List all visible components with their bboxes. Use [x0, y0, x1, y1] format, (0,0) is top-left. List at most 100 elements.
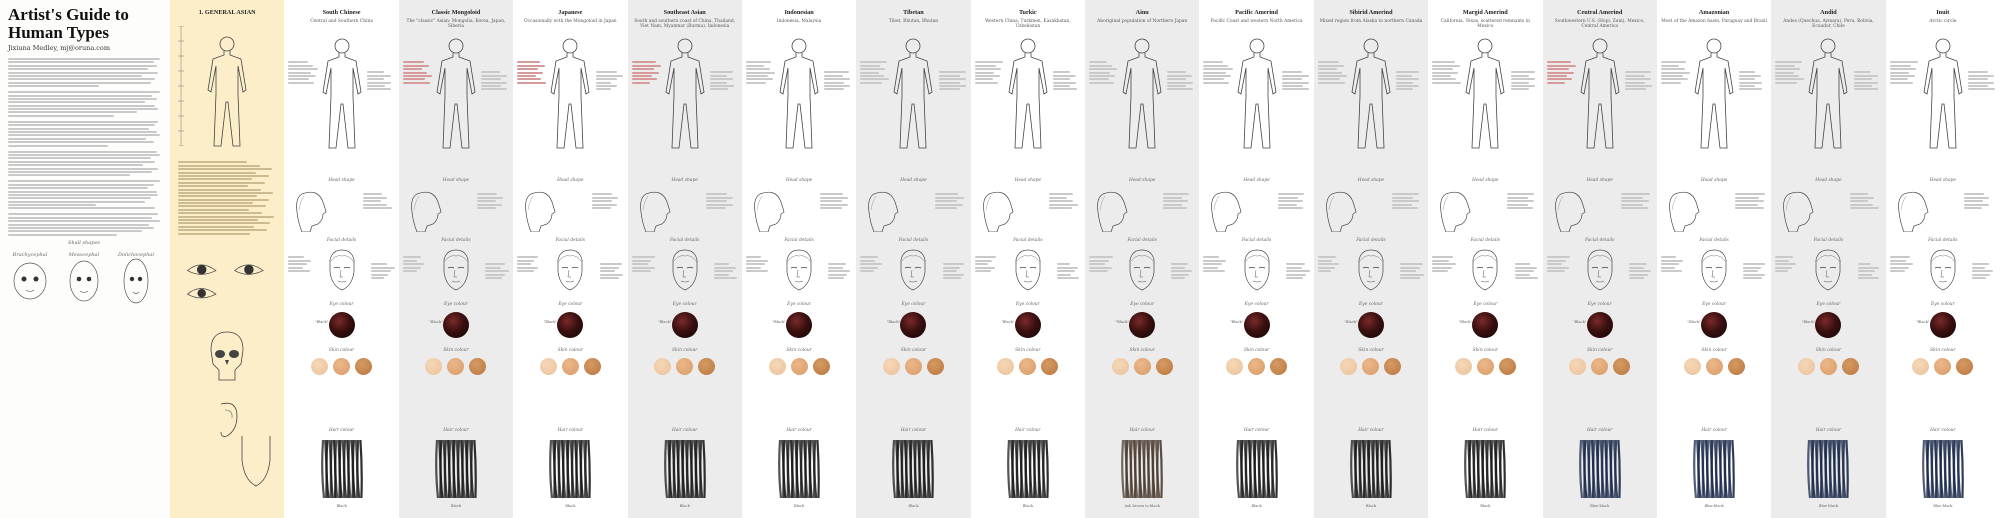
body-figure: [207, 36, 247, 147]
eye-colour-label: Eye colour: [1130, 302, 1155, 307]
column-title: Classic Mongoloid: [431, 9, 481, 16]
note-line: [974, 74, 1000, 77]
body-figure-wrap: [1226, 36, 1288, 158]
skin-colour-label: Skin colour: [1243, 348, 1270, 353]
head-profile: [748, 188, 788, 236]
note-line: [1968, 78, 1988, 81]
note-line: [178, 191, 274, 194]
note-line: [1735, 193, 1765, 196]
column-title: Sibirid Amerind: [1349, 9, 1393, 16]
face-notes-right: [1857, 262, 1882, 280]
note-line: [974, 64, 997, 67]
note-line: [1049, 203, 1079, 206]
skin-colour-label: Skin colour: [557, 348, 583, 353]
head-profile: [1434, 188, 1474, 236]
note-line: [1739, 71, 1755, 74]
skin-swatch-dark: [698, 358, 716, 375]
eye-colour-label: Eye colour: [1930, 302, 1955, 307]
note-line: [1392, 200, 1419, 203]
note-line: [1057, 263, 1071, 266]
note-line: [402, 81, 431, 84]
note-line: [1432, 266, 1453, 269]
note-line: [1624, 84, 1652, 87]
note-line: [709, 71, 734, 74]
note-line: [1624, 81, 1646, 84]
note-line: [1775, 256, 1793, 259]
facial-details-label: Facial details: [784, 238, 814, 243]
note-line: [517, 266, 538, 269]
head-shape-label: Head shape: [1129, 178, 1156, 183]
head-profile: [405, 188, 445, 236]
skin-swatch-dark: [1270, 358, 1288, 375]
note-line: [1317, 269, 1332, 272]
skin-swatches: [399, 358, 513, 375]
eye-swatch: [1929, 312, 1956, 338]
note-line: [1396, 78, 1419, 81]
hair-colour-label: Hair colour: [1015, 428, 1041, 433]
skin-colour-label: Skin colour: [1129, 348, 1155, 353]
intro-text-line: [8, 190, 157, 193]
skin-swatch-light: [1340, 358, 1358, 375]
skin-colour-label: Skin colour: [1930, 348, 1956, 353]
note-line: [481, 78, 501, 81]
note-line: [1775, 259, 1790, 262]
note-line: [1053, 84, 1071, 87]
note-line: [1620, 196, 1644, 199]
intro-text-line: [8, 127, 150, 130]
note-line: [1049, 193, 1074, 196]
note-line: [713, 276, 737, 279]
note-line: [477, 196, 503, 199]
intro-text-line: [8, 153, 160, 156]
skin-colour-label: Skin colour: [1358, 348, 1384, 353]
eye-colour-label: Eye colour: [1015, 302, 1040, 307]
note-line: [517, 81, 547, 84]
hair-colour-value: Black: [1022, 504, 1033, 508]
head-profile-figure: [410, 191, 442, 233]
note-line: [745, 266, 761, 269]
note-line: [599, 263, 623, 266]
note-line: [595, 74, 624, 77]
head-profile: [977, 188, 1017, 236]
intro-text-line: [8, 141, 154, 144]
note-line: [1620, 200, 1650, 203]
intro-text-line: [8, 230, 142, 233]
body-notes-right: [709, 70, 738, 92]
skull-label-dolichocephal: Dolichocephal: [117, 252, 154, 258]
body-figure-wrap: [1797, 36, 1859, 158]
head-front-figure: [901, 249, 926, 291]
note-line: [942, 276, 962, 279]
face-notes-left: [1089, 255, 1113, 273]
title-line-1: Artist's Guide to: [8, 5, 129, 24]
body-figure-wrap: [425, 36, 487, 158]
note-line: [1392, 193, 1420, 196]
note-line: [1510, 88, 1530, 91]
body-figure: [894, 38, 933, 149]
face-notes-right: [1514, 262, 1539, 280]
page-title: Artist's Guide to Human Types: [8, 6, 160, 42]
face-front: [1808, 248, 1848, 298]
note-line: [938, 81, 960, 84]
skin-colour-label: Skin colour: [1015, 348, 1041, 353]
note-line: [599, 266, 619, 269]
eye-colour-label: Eye colour: [1816, 302, 1841, 307]
note-line: [1735, 196, 1759, 199]
note-line: [938, 88, 961, 91]
note-line: [1739, 78, 1756, 81]
body-notes-right: [1396, 70, 1424, 92]
note-line: [745, 259, 769, 262]
note-line: [595, 88, 612, 91]
skin-colour-label: Skin colour: [1815, 348, 1842, 353]
note-line: [178, 225, 254, 228]
body-figure-wrap: [768, 36, 830, 158]
note-line: [1849, 193, 1869, 196]
head-profile-figure: [1669, 191, 1700, 233]
note-line: [1743, 270, 1758, 273]
eye-colour-value: "Black": [657, 320, 672, 324]
head-profile-figure: [982, 191, 1014, 233]
note-line: [599, 276, 620, 279]
intro-text-line: [8, 170, 153, 173]
column-region: Western China, Turkmen, Kazakhstan, Uzbe…: [985, 19, 1071, 29]
note-line: [974, 263, 988, 266]
